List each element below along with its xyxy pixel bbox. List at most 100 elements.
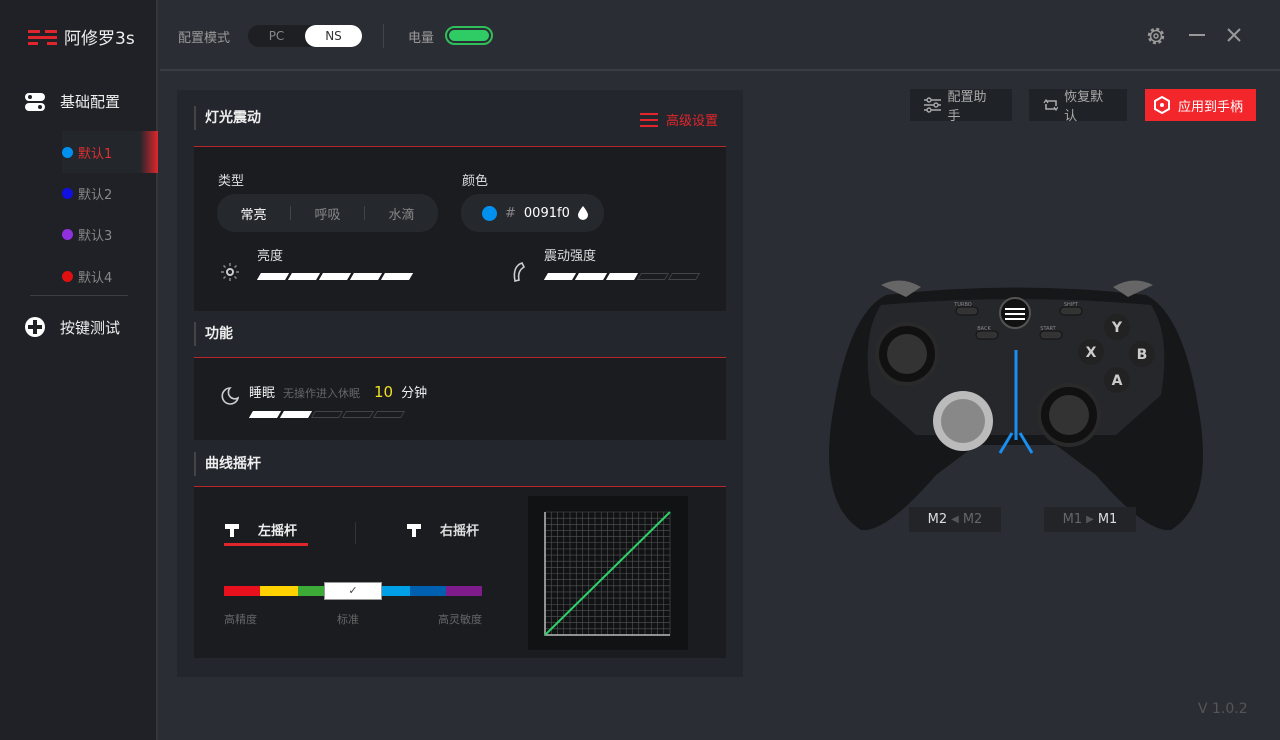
- sensitivity-level[interactable]: [382, 586, 410, 596]
- m2-mapping[interactable]: M2◀M2: [909, 507, 1001, 532]
- close-icon[interactable]: [1227, 28, 1241, 42]
- level-segment[interactable]: [287, 273, 321, 280]
- arrow-right-icon: ▶: [1086, 514, 1094, 525]
- level-segment[interactable]: [341, 411, 375, 418]
- color-swatch: [482, 205, 497, 221]
- level-segment[interactable]: [380, 273, 414, 280]
- arrow-left-icon: ◀: [951, 514, 959, 525]
- divider: [30, 295, 128, 296]
- profile-item-4[interactable]: 默认4: [62, 255, 158, 297]
- label-high-precision: 高精度: [224, 613, 257, 626]
- sensitivity-level[interactable]: [410, 586, 446, 596]
- type-option-drop[interactable]: 水滴: [388, 207, 415, 223]
- brightness-slider[interactable]: [256, 273, 414, 280]
- advanced-settings-button[interactable]: 高级设置: [640, 110, 718, 129]
- m1-right: M1: [1097, 512, 1118, 527]
- apply-to-controller-button[interactable]: 应用到手柄: [1145, 89, 1256, 121]
- mode-toggle[interactable]: PC NS: [248, 25, 362, 47]
- app-logo: 阿修罗3s: [28, 24, 135, 49]
- level-segment[interactable]: [349, 273, 383, 280]
- moon-icon: [221, 387, 239, 405]
- color-label: 颜色: [462, 174, 489, 189]
- level-segment[interactable]: [636, 273, 670, 280]
- divider: [194, 146, 726, 147]
- profile-color-dot: [62, 270, 73, 282]
- level-segment[interactable]: [318, 273, 352, 280]
- divider: [194, 486, 726, 487]
- config-icon: [25, 92, 45, 111]
- vibration-slider[interactable]: [543, 273, 701, 280]
- nav-key-test[interactable]: 按键测试: [24, 316, 120, 338]
- type-option-solid[interactable]: 常亮: [240, 207, 267, 223]
- level-segment[interactable]: [667, 273, 701, 280]
- section-title-curve: 曲线摇杆: [194, 452, 726, 476]
- profile-item-3[interactable]: 默认3: [62, 213, 158, 255]
- settings-panel: 灯光震动 高级设置 类型 常亮 呼吸 水滴 颜色 # 0091f0 亮度 震动强…: [177, 90, 743, 677]
- m1-mapping[interactable]: M1▶M1: [1044, 507, 1136, 532]
- nav-key-test-label: 按键测试: [60, 318, 121, 337]
- nav-basic-config-label: 基础配置: [60, 93, 121, 111]
- level-segment[interactable]: [248, 411, 282, 418]
- m2-left: M2: [927, 512, 948, 527]
- sleep-slider[interactable]: [248, 411, 406, 418]
- right-stick-tab[interactable]: 右摇杆: [406, 520, 479, 539]
- divider: [383, 24, 384, 48]
- label-high-sensitivity: 高灵敏度: [438, 613, 482, 626]
- nav-basic-config[interactable]: 基础配置: [24, 91, 120, 112]
- type-option-breath[interactable]: 呼吸: [314, 207, 341, 223]
- settings-gear-icon[interactable]: [1145, 25, 1167, 47]
- shift-label: SHIFT: [1064, 302, 1079, 308]
- sliders-icon: [924, 97, 942, 113]
- function-box: 睡眠 无操作进入休眠 10 分钟: [194, 358, 726, 440]
- color-value[interactable]: 0091f0: [523, 205, 570, 221]
- profile-label: 默认3: [78, 228, 113, 244]
- tab-underline: [224, 543, 308, 546]
- turbo-label: TURBO: [953, 302, 972, 308]
- sensitivity-level[interactable]: [224, 586, 260, 596]
- sleep-label: 睡眠: [249, 386, 276, 401]
- level-segment[interactable]: [605, 273, 639, 280]
- divider: [194, 357, 726, 358]
- sensitivity-level[interactable]: [260, 586, 298, 596]
- button-y: Y: [1111, 320, 1123, 336]
- left-stick-tab[interactable]: 左摇杆: [224, 520, 297, 539]
- start-label: START: [1040, 326, 1056, 332]
- minimize-icon[interactable]: [1189, 34, 1205, 36]
- button-a: A: [1112, 373, 1123, 389]
- mode-pc[interactable]: PC: [268, 29, 285, 43]
- level-segment[interactable]: [310, 411, 344, 418]
- hash-symbol: #: [505, 205, 516, 221]
- curve-line: [544, 511, 671, 636]
- sensitivity-level[interactable]: [446, 586, 482, 596]
- restore-default-label: 恢复默认: [1064, 90, 1104, 124]
- level-segment[interactable]: [256, 273, 290, 280]
- button-b: B: [1137, 347, 1148, 363]
- sensitivity-level[interactable]: ✓: [324, 582, 382, 600]
- left-stick-label: 左摇杆: [258, 524, 298, 539]
- label-standard: 标准: [337, 613, 359, 626]
- brightness-label: 亮度: [257, 249, 284, 264]
- level-segment[interactable]: [279, 411, 313, 418]
- profile-item-1[interactable]: 默认1: [62, 131, 158, 173]
- sensitivity-level[interactable]: [298, 586, 324, 596]
- color-picker[interactable]: # 0091f0: [461, 194, 604, 232]
- profile-item-2[interactable]: 默认2: [62, 172, 158, 214]
- sensitivity-slider[interactable]: ✓: [224, 582, 482, 600]
- gamepad-cross-icon: [25, 317, 45, 337]
- light-box: 类型 常亮 呼吸 水滴 颜色 # 0091f0 亮度 震动强度: [194, 147, 726, 311]
- level-segment[interactable]: [372, 411, 406, 418]
- restore-default-button[interactable]: 恢复默认: [1029, 89, 1127, 124]
- profile-color-dot: [62, 146, 73, 158]
- curve-box: 左摇杆 右摇杆 ✓ 高精度 标准 高灵敏度: [194, 487, 726, 658]
- mode-ns[interactable]: NS: [305, 25, 362, 47]
- logo-icon: [28, 29, 57, 45]
- battery-fill: [449, 30, 489, 41]
- curve-graph: [528, 496, 688, 650]
- m1-left: M1: [1062, 512, 1083, 527]
- top-bar: 配置模式 PC NS 电量: [160, 0, 1280, 71]
- config-assistant-button[interactable]: 配置助手: [910, 89, 1012, 124]
- level-segment[interactable]: [574, 273, 608, 280]
- level-segment[interactable]: [543, 273, 577, 280]
- battery-indicator: [445, 26, 493, 45]
- profile-color-dot: [62, 228, 73, 240]
